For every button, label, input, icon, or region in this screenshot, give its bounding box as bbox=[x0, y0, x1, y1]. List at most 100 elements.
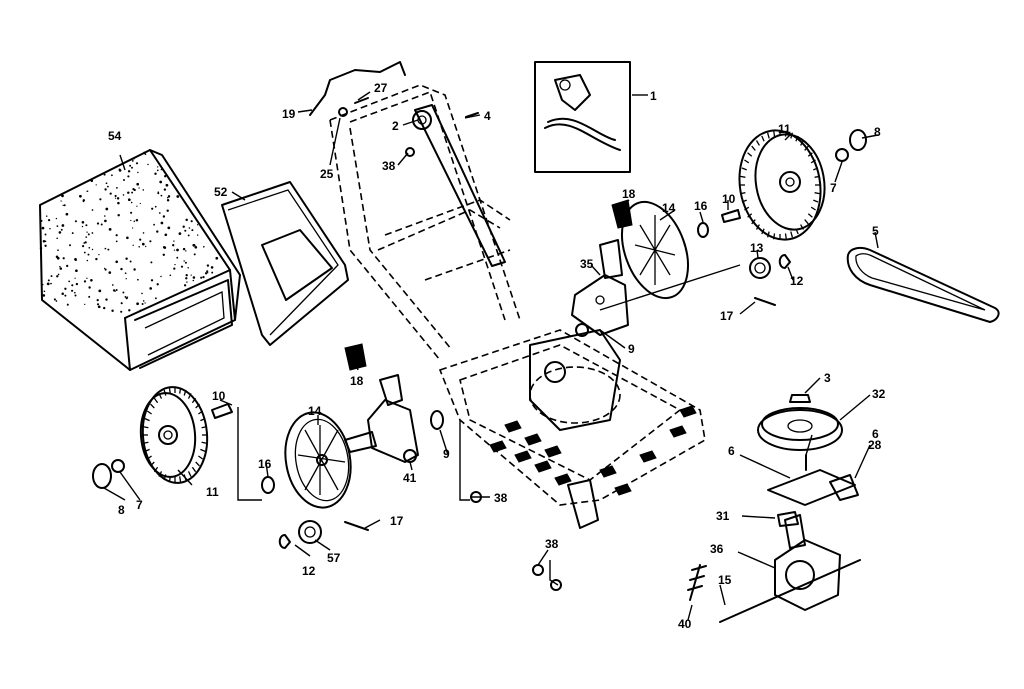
bag-texture-speck bbox=[96, 298, 99, 302]
callout-12b: 12 bbox=[790, 274, 804, 288]
bag-texture-speck bbox=[104, 215, 106, 217]
bag-texture-speck bbox=[173, 240, 175, 242]
callout-8b: 8 bbox=[874, 125, 881, 139]
wheel-tread-mark bbox=[807, 213, 813, 218]
bag-texture-speck bbox=[106, 185, 109, 188]
bag-texture-speck bbox=[54, 299, 56, 301]
wheel-tread-mark bbox=[766, 132, 770, 139]
bag-texture-speck bbox=[136, 302, 139, 306]
bag-texture-speck bbox=[44, 233, 47, 236]
bag-texture-speck bbox=[160, 194, 163, 197]
bag-texture-speck bbox=[130, 211, 133, 214]
bag-texture-speck bbox=[39, 246, 43, 250]
callout-13: 13 bbox=[750, 241, 764, 255]
axle-part-15 bbox=[719, 559, 861, 623]
bag-texture-speck bbox=[82, 245, 85, 248]
bag-texture-speck bbox=[131, 166, 133, 169]
callout-38a: 38 bbox=[382, 159, 396, 173]
bag-texture-speck bbox=[185, 277, 188, 280]
bag-texture-speck bbox=[151, 207, 154, 210]
bag-texture-speck bbox=[116, 197, 120, 200]
bag-texture-speck bbox=[130, 219, 132, 222]
wheel-tread-mark bbox=[741, 199, 747, 203]
bag-texture-speck bbox=[56, 237, 58, 240]
drive-belt-part-5 bbox=[846, 246, 1000, 323]
bag-texture-speck bbox=[173, 249, 176, 251]
callout-7a: 7 bbox=[136, 498, 143, 512]
callout-36: 36 bbox=[710, 542, 724, 556]
callout-17b: 17 bbox=[720, 309, 734, 323]
callout-14b: 14 bbox=[662, 201, 676, 215]
bag-texture-speck bbox=[59, 266, 61, 268]
bag-texture-speck bbox=[122, 194, 125, 196]
bag-texture-speck bbox=[136, 182, 140, 186]
bag-texture-speck bbox=[75, 282, 79, 286]
callout-15: 15 bbox=[718, 573, 732, 587]
bag-texture-speck bbox=[44, 240, 47, 243]
wheel-tread-mark bbox=[744, 159, 750, 164]
bag-texture-speck bbox=[182, 225, 185, 228]
wheel-tread-mark bbox=[179, 387, 182, 394]
bag-texture-speck bbox=[131, 191, 134, 194]
bag-texture-speck bbox=[176, 195, 180, 198]
hubcap-left-part-8 bbox=[92, 463, 112, 489]
wheel-tread-mark bbox=[761, 228, 765, 235]
wheel-tread-mark bbox=[755, 140, 760, 146]
bag-texture-speck bbox=[86, 231, 88, 233]
bag-texture-speck bbox=[90, 179, 94, 182]
wheel-tread-mark bbox=[795, 228, 799, 235]
bag-texture-speck bbox=[141, 292, 143, 295]
bolt-part-25 bbox=[338, 107, 348, 117]
gear-cover-right-part-14 bbox=[621, 200, 689, 300]
bag-texture-speck bbox=[172, 244, 175, 247]
bag-texture-speck bbox=[85, 236, 88, 238]
bag-texture-speck bbox=[135, 219, 139, 222]
bag-texture-speck bbox=[135, 162, 139, 165]
bag-texture-speck bbox=[87, 233, 90, 236]
callout-38c: 38 bbox=[545, 537, 559, 551]
wheel-tread-mark bbox=[790, 132, 794, 139]
bag-texture-speck bbox=[202, 275, 205, 279]
nut-left-part-7 bbox=[111, 459, 125, 473]
callout-4: 4 bbox=[484, 109, 491, 123]
bag-texture-speck bbox=[149, 287, 153, 290]
callout-labels: 1 2 3 4 5 6 6 7 7 8 8 9 9 10 10 11 11 12… bbox=[108, 81, 886, 631]
wheel-tread-mark bbox=[751, 219, 756, 225]
wheel-tread-mark bbox=[163, 389, 167, 396]
callout-16a: 16 bbox=[258, 457, 272, 471]
bag-texture-speck bbox=[127, 170, 131, 173]
bag-texture-speck bbox=[85, 224, 88, 227]
clip-part-27 bbox=[354, 97, 369, 104]
bag-texture-speck bbox=[74, 277, 76, 279]
bag-texture-speck bbox=[66, 303, 69, 306]
bag-texture-speck bbox=[65, 212, 69, 216]
bag-texture-speck bbox=[127, 175, 130, 178]
bag-texture-speck bbox=[200, 276, 203, 279]
bag-texture-speck bbox=[196, 234, 199, 236]
callout-6b: 6 bbox=[872, 427, 879, 441]
bag-texture-speck bbox=[105, 182, 108, 185]
bag-texture-speck bbox=[206, 264, 210, 267]
bag-texture-speck bbox=[96, 303, 100, 306]
spring-part-40 bbox=[687, 564, 707, 601]
wheel-tread-mark bbox=[804, 145, 809, 151]
deck-vent bbox=[489, 440, 507, 453]
bag-texture-speck bbox=[63, 204, 66, 207]
wheel-tread-mark bbox=[158, 393, 163, 399]
pin-right-part-10 bbox=[721, 209, 741, 223]
wheel-tread-mark bbox=[191, 466, 197, 473]
wheel-tread-mark bbox=[146, 410, 152, 415]
wheel-tread-mark bbox=[200, 418, 206, 422]
bag-texture-speck bbox=[95, 184, 97, 186]
washer-left-part-16 bbox=[261, 476, 275, 494]
bag-texture-speck bbox=[166, 199, 170, 202]
bag-texture-speck bbox=[125, 278, 127, 280]
bag-texture-speck bbox=[57, 273, 60, 276]
bag-texture-speck bbox=[183, 260, 185, 262]
deck-vent bbox=[544, 445, 562, 458]
wheel-right-part-11 bbox=[738, 129, 826, 241]
bag-texture-speck bbox=[196, 224, 199, 226]
wheel-tread-mark bbox=[183, 389, 187, 396]
bag-texture-speck bbox=[84, 241, 87, 244]
wheel-tread-mark bbox=[744, 206, 750, 211]
